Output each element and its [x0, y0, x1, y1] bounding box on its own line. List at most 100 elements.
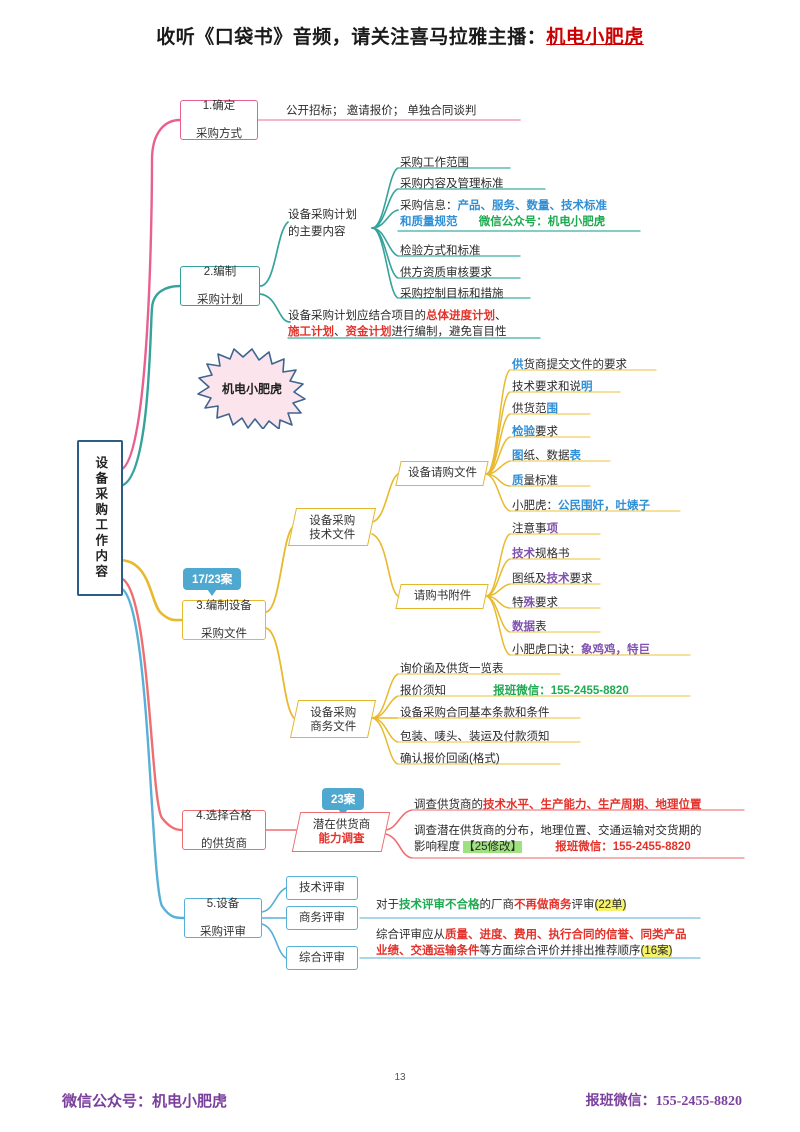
node-5-business-note: 对于技术评审不合格的厂商不再做商务评审(22单) [376, 898, 627, 914]
node-2-info-green: 微信公众号：机电小肥虎 [478, 215, 606, 228]
node-3-req-mnemonic: 小肥虎：公民围奸，吐婊子 [512, 499, 650, 515]
badge-23[interactable]: 23案 [322, 788, 365, 816]
node-3-technical-documents[interactable]: 设备采购 技术文件 [287, 508, 377, 546]
req-mnemonic-label: 小肥虎： [512, 500, 558, 512]
node-4-sub-line2: 能力调查 [318, 833, 365, 846]
node-2-info-prefix: 采购信息： [400, 200, 458, 212]
node-2-note-p4: 进行编制，避免盲目性 [391, 325, 507, 338]
node-5-comp-red-2: 业绩、交通运输条件 [376, 944, 480, 957]
node-2-info-blue-1: 产品、服务、数量、技术标准 [457, 200, 608, 212]
node-4-select-qualified-suppliers[interactable]: 4.选择合格 的供货商 [182, 810, 266, 850]
node-2-note: 设备采购计划应结合项目的总体进度计划、 施工计划、资金计划进行编制，避免盲目性 [288, 309, 507, 340]
node-5-line2: 采购评审 [200, 926, 246, 939]
node-1-line2: 采购方式 [196, 128, 242, 141]
att-0-hi: 项 [546, 523, 559, 535]
req-4-post: 纸、数据 [523, 450, 570, 462]
node-5-comp-hl: (16案) [640, 944, 673, 957]
att-4-post: 表 [535, 621, 547, 633]
biz-wechat: 报班微信：155-2455-8820 [493, 685, 629, 697]
node-4-row-1: 调查供货商的技术水平、生产能力、生产周期、地理位置 [414, 798, 702, 814]
node-3-line1: 3.编制设备 [196, 599, 252, 612]
node-3-business-documents[interactable]: 设备采购 商务文件 [289, 700, 377, 738]
page-number: 13 [394, 1072, 406, 1083]
node-3-biz-item-2: 设备采购合同基本条款和条件 [400, 707, 550, 719]
req-2-hi: 围 [546, 403, 559, 415]
att-0-pre: 注意事 [512, 523, 547, 535]
node-4-row1-pre: 调查供货商的 [414, 799, 483, 811]
req-5-hi: 质 [512, 475, 524, 487]
badge-17-23[interactable]: 17/23案 [183, 568, 242, 596]
req-0-hi: 供 [512, 359, 524, 371]
node-2-prepare-procurement-plan[interactable]: 2.编制 采购计划 [180, 266, 260, 306]
node-3-biz-item-0: 询价函及供货一览表 [400, 663, 504, 675]
node-4-line1: 4.选择合格 [196, 809, 252, 822]
node-3-biz-item-3: 包装、唛头、装运及付款须知 [400, 731, 550, 743]
starburst-label: 机电小肥虎 [221, 381, 282, 396]
node-2-info-blue-2: 和质量规范 [400, 215, 458, 228]
node-2-item-0: 采购工作范围 [400, 157, 469, 169]
node-4-sub-line1: 潜在供货商 [312, 819, 371, 831]
node-5-line1: 5.设备 [206, 897, 240, 910]
node-2-note-red-1: 总体进度计划 [426, 310, 495, 322]
req-1-hi: 明 [581, 381, 593, 393]
node-5-comprehensive-review[interactable]: 综合评审 [286, 946, 358, 970]
att-4-hi: 数据 [512, 621, 535, 633]
node-3-requisition-documents[interactable]: 设备请购文件 [395, 461, 489, 486]
node-5-procurement-review[interactable]: 5.设备 采购评审 [184, 898, 262, 938]
node-5-biz-red: 不再做商务 [514, 899, 572, 911]
node-2-line2: 采购计划 [197, 294, 243, 307]
node-3-requisition-attachments[interactable]: 请购书附件 [395, 584, 489, 609]
node-2-procurement-info: 采购信息：产品、服务、数量、技术标准 和质量规范 微信公众号：机电小肥虎 [400, 199, 607, 230]
node-4-row2-a: 调查潜在供货商的分布，地理位置、交通运输对交货期的 [414, 825, 702, 837]
node-4-row2-wechat: 报班微信：155-2455-8820 [555, 840, 691, 853]
att-mnemonic-label: 小肥虎口诀： [512, 644, 581, 656]
node-3-biz-item-1: 报价须知 报班微信：155-2455-8820 [400, 684, 629, 700]
req-0-post: 货商提交文件的要求 [523, 359, 628, 371]
node-3-prepare-procurement-documents[interactable]: 3.编制设备 采购文件 [182, 600, 266, 640]
att-3-hi: 殊 [523, 597, 536, 609]
node-5-biz-mid: 的厂商 [479, 899, 515, 911]
node-5-biz-post: 评审 [571, 899, 595, 911]
node-3-req-item-2: 供货范围 [512, 402, 558, 418]
att-3-pre: 特 [512, 597, 524, 609]
att-3-post: 要求 [535, 597, 558, 609]
node-2-note-p2: 、 [495, 310, 507, 322]
req-4-hi: 图 [512, 450, 524, 462]
node-4-supplier-capability-survey[interactable]: 潜在供货商 能力调查 [291, 812, 391, 852]
node-4-row1-red: 技术水平、生产能力、生产周期、地理位置 [483, 799, 702, 811]
req-3-post: 要求 [535, 426, 558, 438]
att-2-hi: 技术 [546, 573, 570, 585]
node-1-determine-procurement-method[interactable]: 1.确定 采购方式 [180, 100, 258, 140]
att-2-pre: 图纸及 [512, 573, 547, 585]
node-2-item-1: 采购内容及管理标准 [400, 178, 504, 190]
node-5-technical-review[interactable]: 技术评审 [286, 876, 358, 900]
node-4-row2-hl: 【25修改】 [463, 840, 522, 853]
node-2-line1: 2.编制 [203, 265, 237, 278]
node-4-row-2: 调查潜在供货商的分布，地理位置、交通运输对交货期的 影响程度 【25修改】 报班… [414, 824, 702, 855]
node-2-subtitle-line2: 的主要内容 [288, 225, 346, 238]
node-3-req-item-0: 供货商提交文件的要求 [512, 358, 627, 374]
node-3-biz-line2: 商务文件 [310, 721, 357, 734]
starburst-decoration: 机电小肥虎 [193, 347, 311, 430]
node-5-biz-pre: 对于 [376, 899, 399, 911]
node-3-att-item-2: 图纸及技术要求 [512, 572, 593, 588]
node-3-att-title: 请购书附件 [413, 590, 472, 602]
node-5-comprehensive-note: 综合评审应从质量、进度、费用、执行合同的信誉、同类产品 业绩、交通运输条件等方面… [376, 928, 687, 959]
page-title-text: 收听《口袋书》音频，请关注喜马拉雅主播： [156, 27, 547, 48]
footer-class-wechat: 报班微信：155-2455-8820 [585, 1094, 742, 1109]
node-3-biz-line1: 设备采购 [310, 707, 357, 719]
att-1-post: 规格书 [535, 548, 570, 560]
node-3-tech-line2: 技术文件 [309, 529, 356, 542]
starburst-icon [197, 348, 306, 430]
req-4-hi2: 表 [569, 450, 582, 462]
root-node[interactable]: 设备采购工作内容 [77, 440, 123, 596]
node-2-note-red-3: 资金计划 [345, 325, 392, 338]
req-2-pre: 供货范 [512, 403, 547, 415]
footer-wechat-official: 微信公众号：机电小肥虎 [62, 1094, 228, 1110]
node-5-business-review[interactable]: 商务评审 [286, 906, 358, 930]
node-3-att-item-0: 注意事项 [512, 522, 558, 538]
node-2-note-red-2: 施工计划 [288, 325, 334, 338]
biz-item-1-text: 报价须知 [400, 685, 446, 697]
att-1-hi: 技术 [512, 548, 535, 560]
